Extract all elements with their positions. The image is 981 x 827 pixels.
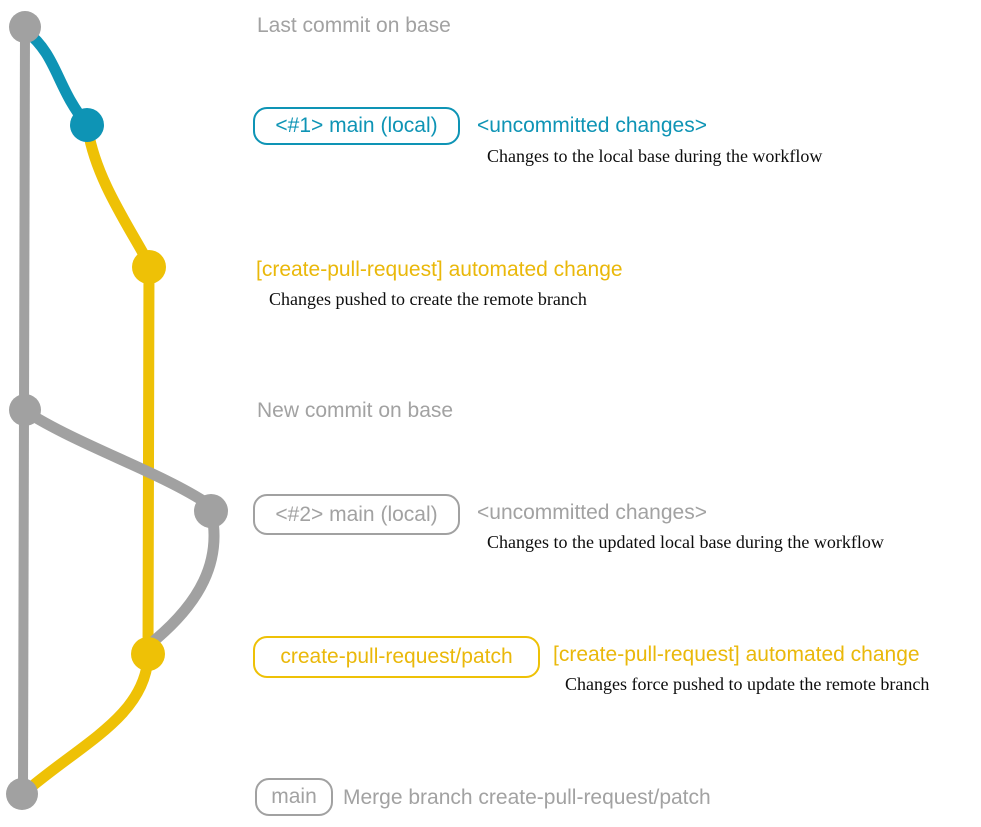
branch-badge-main-local-2: <#2> main (local): [253, 494, 460, 535]
commit-node-merge: [6, 778, 38, 810]
commit-node-main-local-1: [70, 108, 104, 142]
automated-change-1-desc: Changes pushed to create the remote bran…: [269, 289, 587, 309]
patch-branch-line: [142, 258, 155, 661]
local2-to-patch-curve: [149, 509, 220, 646]
branch-badge-patch: create-pull-request/patch: [253, 636, 540, 678]
automated-change-2-label: [create-pull-request] automated change: [553, 643, 920, 666]
uncommitted-changes-2-label: <uncommitted changes>: [477, 501, 707, 524]
commit-node-main-local-2: [194, 494, 228, 528]
commit-node-last-base: [9, 11, 41, 43]
last-commit-label: Last commit on base: [257, 14, 451, 37]
merge-curve: [24, 652, 154, 794]
uncommitted-changes-1-desc: Changes to the local base during the wor…: [487, 146, 823, 166]
automated-change-1-label: [create-pull-request] automated change: [256, 258, 623, 281]
automated-change-2-desc: Changes force pushed to update the remot…: [565, 674, 930, 694]
branch-badge-main: main: [255, 778, 333, 816]
uncommitted-changes-2-desc: Changes to the updated local base during…: [487, 532, 884, 552]
uncommitted-1-curve: [82, 124, 155, 270]
commit-node-new-base: [9, 394, 41, 426]
commit-node-automated-1: [132, 250, 166, 284]
merge-commit-label: Merge branch create-pull-request/patch: [343, 786, 711, 809]
new-commit-label: New commit on base: [257, 399, 454, 422]
base-to-local2-curve: [19, 405, 214, 510]
uncommitted-changes-1-label: <uncommitted changes>: [477, 114, 707, 137]
commit-node-automated-2: [131, 637, 165, 671]
branch-badge-main-local-1: <#1> main (local): [253, 107, 460, 145]
